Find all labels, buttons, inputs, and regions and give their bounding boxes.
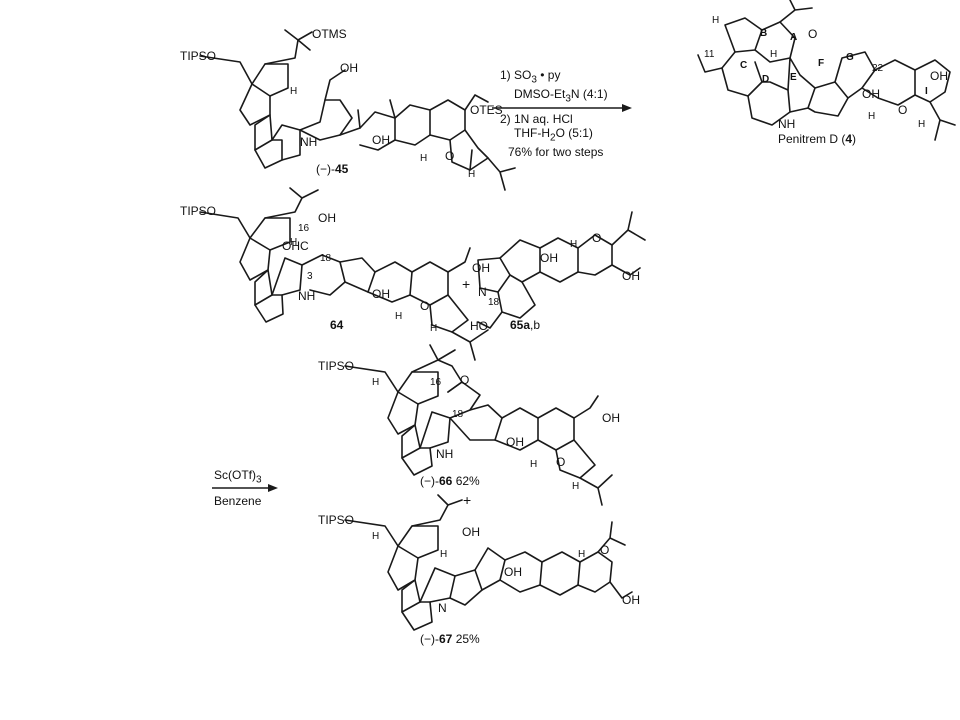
structure-66 <box>344 344 613 506</box>
compound-label-64: 64 <box>330 318 344 332</box>
label-65-h: H <box>570 239 578 250</box>
ring-b: B <box>760 28 768 39</box>
plus-sign-2: + <box>463 492 472 508</box>
step1-conditions: 1) SO3 • py DMSO-Et3N (4:1) <box>500 68 608 107</box>
label-45-oh: OH <box>340 61 358 75</box>
label-66-h: H <box>372 377 380 388</box>
label-67-h3: H <box>578 549 586 560</box>
label-45-oh2: OH <box>372 133 390 147</box>
compound-label-67: (−)-67 25% <box>420 632 480 646</box>
plus-sign-1: + <box>462 276 471 292</box>
ring-e: E <box>790 72 797 83</box>
label-65-18: 18 <box>488 297 500 308</box>
label-64-o: O <box>420 299 430 313</box>
label-64-h2: H <box>395 311 403 322</box>
label-65-oh1: OH <box>540 251 558 265</box>
step1-line3: 2) 1N aq. HCl <box>500 112 573 126</box>
label-66-16: 16 <box>430 377 442 388</box>
label-65-ho: HO <box>470 319 488 333</box>
label-64-oh: OH <box>318 211 336 225</box>
step2-solvent: Benzene <box>214 494 262 508</box>
label-66-h2: H <box>530 459 538 470</box>
label-65-n: N <box>478 285 487 299</box>
label-pen-h3: H <box>868 111 876 122</box>
label-64-oh3: OH <box>472 261 490 275</box>
compound-label-penitrem: Penitrem D (4) <box>778 132 857 146</box>
reaction-arrow-2-head <box>268 484 278 492</box>
label-pen-nh: NH <box>778 117 796 131</box>
label-pen-o2: O <box>898 103 908 117</box>
label-66-o2: O <box>556 455 566 469</box>
ring-i: I <box>925 86 928 97</box>
label-67-o: O <box>600 543 610 557</box>
step1-line4: THF-H2O (5:1) <box>514 126 593 144</box>
compound-label-65ab: 65a,b <box>510 318 541 332</box>
compound-label-45: (−)-45 <box>316 162 349 176</box>
label-45-o: O <box>445 149 455 163</box>
ring-f: F <box>818 58 825 69</box>
step2-reagent: Sc(OTf)3 <box>214 468 262 486</box>
step1-conditions-b: 2) 1N aq. HCl THF-H2O (5:1) 76% for two … <box>500 112 603 159</box>
label-66-nh: NH <box>436 447 454 461</box>
reaction-arrow-1-head <box>622 104 632 112</box>
label-pen-oh2: OH <box>930 69 948 83</box>
compound-label-66: (−)-66 62% <box>420 474 480 488</box>
label-67-h2: H <box>440 549 448 560</box>
ring-g: G <box>846 52 854 63</box>
ring-c: C <box>740 60 748 71</box>
step1-line2: DMSO-Et3N (4:1) <box>514 87 608 105</box>
step1-line5: 76% for two steps <box>508 145 604 160</box>
label-pen-oh1: OH <box>862 87 880 101</box>
structure-penitrem-d <box>697 0 956 141</box>
step1-line1: 1) SO3 • py <box>500 68 561 86</box>
label-64-18: 18 <box>320 253 332 264</box>
label-67-n: N <box>438 601 447 615</box>
label-64-3: 3 <box>307 271 313 282</box>
label-66-o: O <box>460 373 470 387</box>
label-65-o: O <box>592 231 602 245</box>
label-45-h3: H <box>468 169 476 180</box>
label-pen-h1: H <box>712 15 720 26</box>
label-45-nh: NH <box>300 135 318 149</box>
label-64-h: H <box>290 237 298 248</box>
label-45-otms: OTMS <box>312 27 347 41</box>
label-64-16: 16 <box>298 223 310 234</box>
label-67-oh2: OH <box>504 565 522 579</box>
ring-d: D <box>762 74 770 85</box>
label-66-oh2: OH <box>602 411 620 425</box>
structure-67 <box>344 494 633 631</box>
label-pen-h4: H <box>918 119 926 130</box>
label-pen-o: O <box>808 27 818 41</box>
structure-65ab <box>477 211 646 329</box>
label-67-oh: OH <box>462 525 480 539</box>
label-67-h1: H <box>372 531 380 542</box>
label-67-tipso: TIPSO <box>318 513 355 527</box>
label-64-tipso: TIPSO <box>180 204 217 218</box>
label-45-h: H <box>290 86 298 97</box>
label-pen-11: 11 <box>704 49 715 60</box>
label-66-h3: H <box>572 481 580 492</box>
label-45-otes: OTES <box>470 103 503 117</box>
label-64-h3: H <box>430 323 438 334</box>
label-45-tipso: TIPSO <box>180 49 217 63</box>
label-66-18: 18 <box>452 409 464 420</box>
label-pen-h2: H <box>770 49 778 60</box>
structure-64 <box>199 187 489 361</box>
structure-45 <box>199 29 516 191</box>
label-64-ohc: OHC <box>282 239 309 253</box>
label-66-tipso: TIPSO <box>318 359 355 373</box>
label-67-oh3: OH <box>622 593 640 607</box>
label-65-oh2: OH <box>622 269 640 283</box>
label-64-oh2: OH <box>372 287 390 301</box>
label-64-nh: NH <box>298 289 316 303</box>
label-66-oh1: OH <box>506 435 524 449</box>
label-45-h2: H <box>420 153 428 164</box>
ring-a: A <box>790 32 798 43</box>
label-pen-22: 22 <box>872 63 884 74</box>
